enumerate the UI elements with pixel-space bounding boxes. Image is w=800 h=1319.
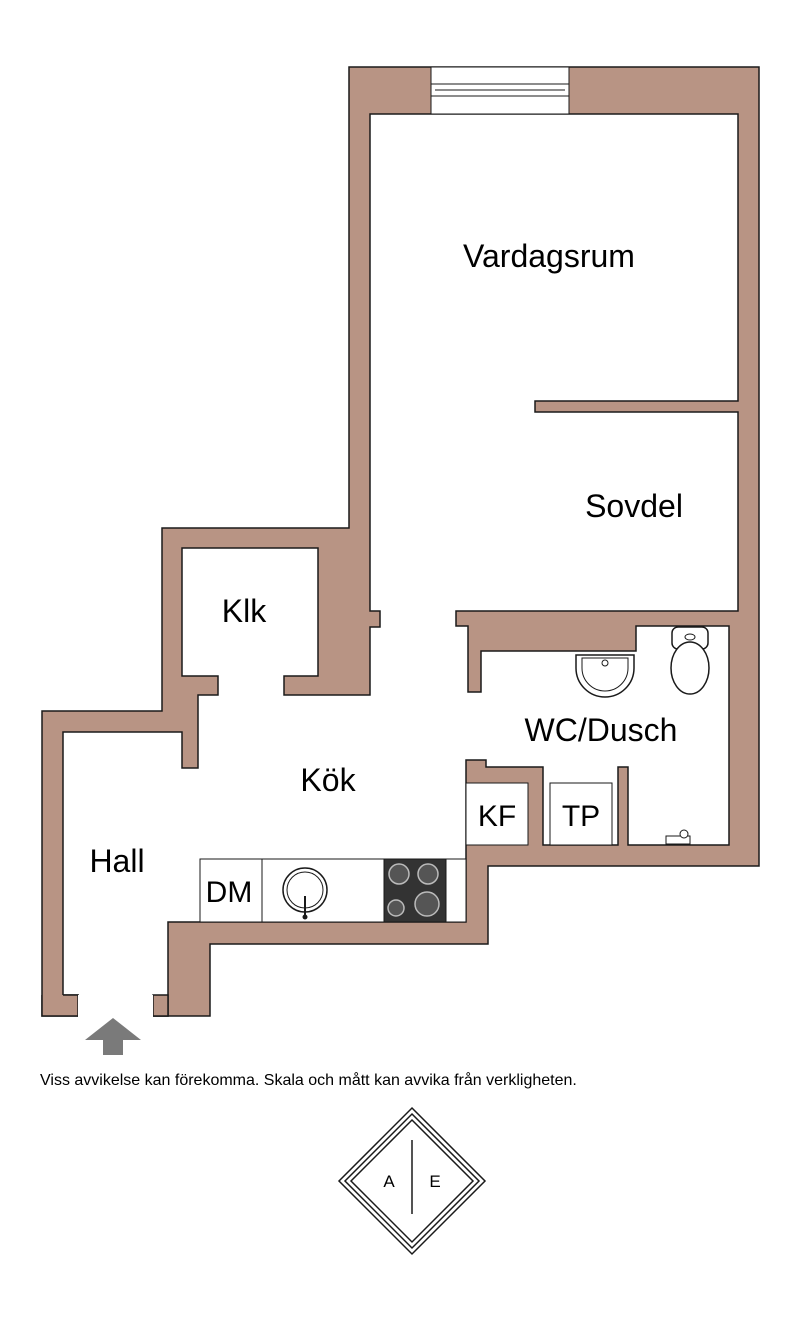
tp-box: [549, 782, 613, 846]
washbasin: [575, 654, 635, 698]
room-label-kok: Kök: [300, 762, 356, 798]
shower-mixer-icon: [665, 829, 691, 845]
fixture-label-kf: KF: [478, 800, 516, 833]
toilet: [670, 626, 710, 695]
room-label-klk: Klk: [222, 593, 267, 629]
kitchen-sink: [282, 867, 328, 920]
ae-logo: A E: [337, 1106, 487, 1256]
room-label-vardagsrum: Vardagsrum: [463, 238, 635, 274]
kf-box: [465, 782, 529, 846]
entrance-opening: [78, 995, 153, 1017]
hall-door-jamb-left: [41, 994, 79, 1017]
hob: [383, 858, 447, 923]
room-label-sovdel: Sovdel: [585, 488, 683, 524]
hall-door-jamb-right: [152, 994, 169, 1017]
fixture-label-dm: DM: [206, 876, 253, 909]
logo-letter-a: A: [383, 1172, 395, 1191]
fixture-label-tp: TP: [562, 800, 600, 833]
entrance-arrow-icon: [85, 1018, 141, 1055]
window: [430, 66, 570, 115]
room-label-hall: Hall: [89, 843, 144, 879]
room-label-wc-dusch: WC/Dusch: [525, 712, 678, 748]
logo-letter-e: E: [429, 1172, 440, 1191]
disclaimer-text: Viss avvikelse kan förekomma. Skala och …: [40, 1072, 577, 1089]
